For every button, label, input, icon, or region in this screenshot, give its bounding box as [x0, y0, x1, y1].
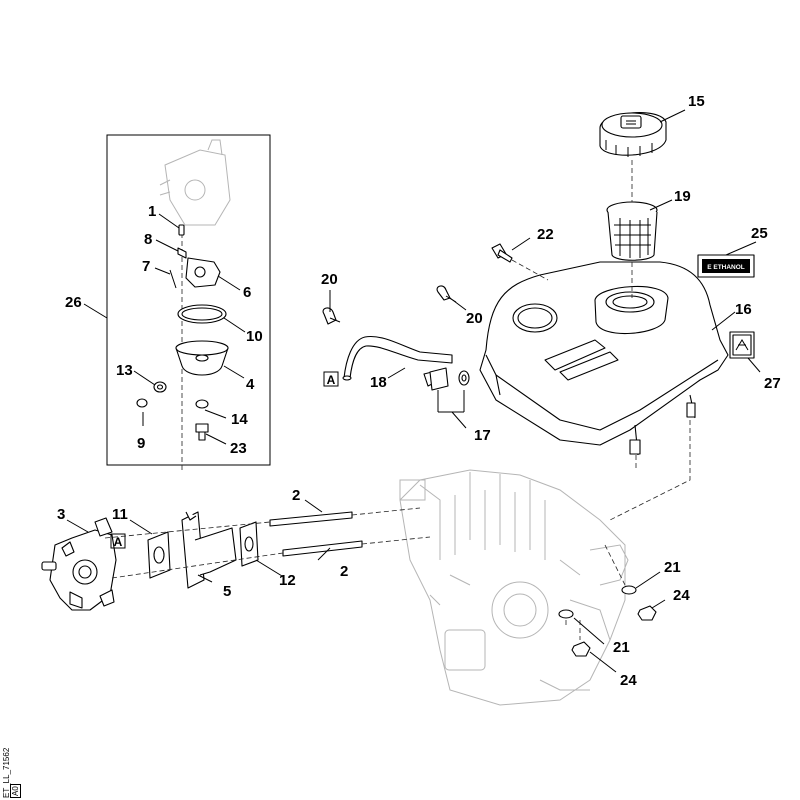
carburetor-detail-box [106, 134, 271, 470]
carb-box-leaders [83, 213, 246, 445]
nut-24-upper [637, 605, 657, 621]
callout-1: 1 [148, 203, 156, 220]
callout-13: 13 [116, 362, 133, 379]
hose-clamp-upper [436, 285, 457, 303]
bolt-22 [491, 243, 549, 281]
callout-2-lower: 2 [340, 563, 348, 580]
engine-block [399, 469, 629, 706]
hose-clamp-lower [322, 307, 341, 325]
document-code: A0 [10, 784, 21, 798]
insulator-5 [181, 511, 237, 589]
callout-21-upper: 21 [664, 559, 681, 576]
tank-alignment-lines [604, 420, 691, 586]
callout-4: 4 [246, 376, 255, 393]
callout-10: 10 [246, 328, 263, 345]
callout-16: 16 [735, 301, 752, 318]
callout-21-lower: 21 [613, 639, 630, 656]
callout-11: 11 [112, 506, 128, 523]
fuel-cap [599, 112, 667, 157]
connection-marker-left: A [110, 533, 126, 549]
callout-24-lower: 24 [620, 672, 637, 689]
washer-21-lower [558, 609, 574, 619]
right-leaders [329, 109, 761, 673]
callout-17: 17 [474, 427, 491, 444]
callout-5: 5 [223, 583, 231, 600]
warning-label [729, 331, 755, 359]
callout-25: 25 [751, 225, 768, 242]
fuel-strainer [606, 201, 658, 261]
washer-21-upper [621, 585, 637, 595]
nut-24-lower [571, 641, 591, 657]
callout-12: 12 [279, 572, 296, 589]
callout-2-upper: 2 [292, 487, 300, 504]
callout-15: 15 [688, 93, 705, 110]
callout-20-left: 20 [321, 271, 338, 288]
callout-26: 26 [65, 294, 82, 311]
document-id: ET_LL_71562 A0 [2, 742, 21, 798]
callout-3: 3 [57, 506, 65, 523]
callout-8: 8 [144, 231, 152, 248]
fuel-tank [479, 261, 729, 456]
left-alignment-lines [104, 507, 431, 579]
callout-20-right: 20 [466, 310, 483, 327]
callout-6: 6 [243, 284, 251, 301]
callout-9: 9 [137, 435, 145, 452]
carburetor-assembly [41, 517, 117, 611]
fuel-valve [423, 367, 470, 429]
callout-23: 23 [230, 440, 247, 457]
callout-22: 22 [537, 226, 554, 243]
callout-27: 27 [764, 375, 781, 392]
connection-marker-right: A [323, 371, 339, 387]
callout-14: 14 [231, 411, 248, 428]
document-id-text: ET_LL_71562 A0 [2, 748, 21, 798]
ethanol-label: E ETHANOL [697, 254, 755, 278]
callout-24-upper: 24 [673, 587, 690, 604]
left-leaders [66, 499, 331, 583]
mounting-studs [269, 511, 363, 557]
svg-text:A: A [114, 535, 123, 549]
callout-19: 19 [674, 188, 691, 205]
callout-numbers: 1 8 7 6 26 10 13 4 14 9 23 15 19 22 25 2… [57, 93, 781, 689]
svg-text:E ETHANOL: E ETHANOL [707, 264, 745, 271]
callout-7: 7 [142, 258, 150, 275]
fuel-hose [343, 335, 453, 379]
svg-text:A: A [327, 373, 336, 387]
callout-18: 18 [370, 374, 387, 391]
